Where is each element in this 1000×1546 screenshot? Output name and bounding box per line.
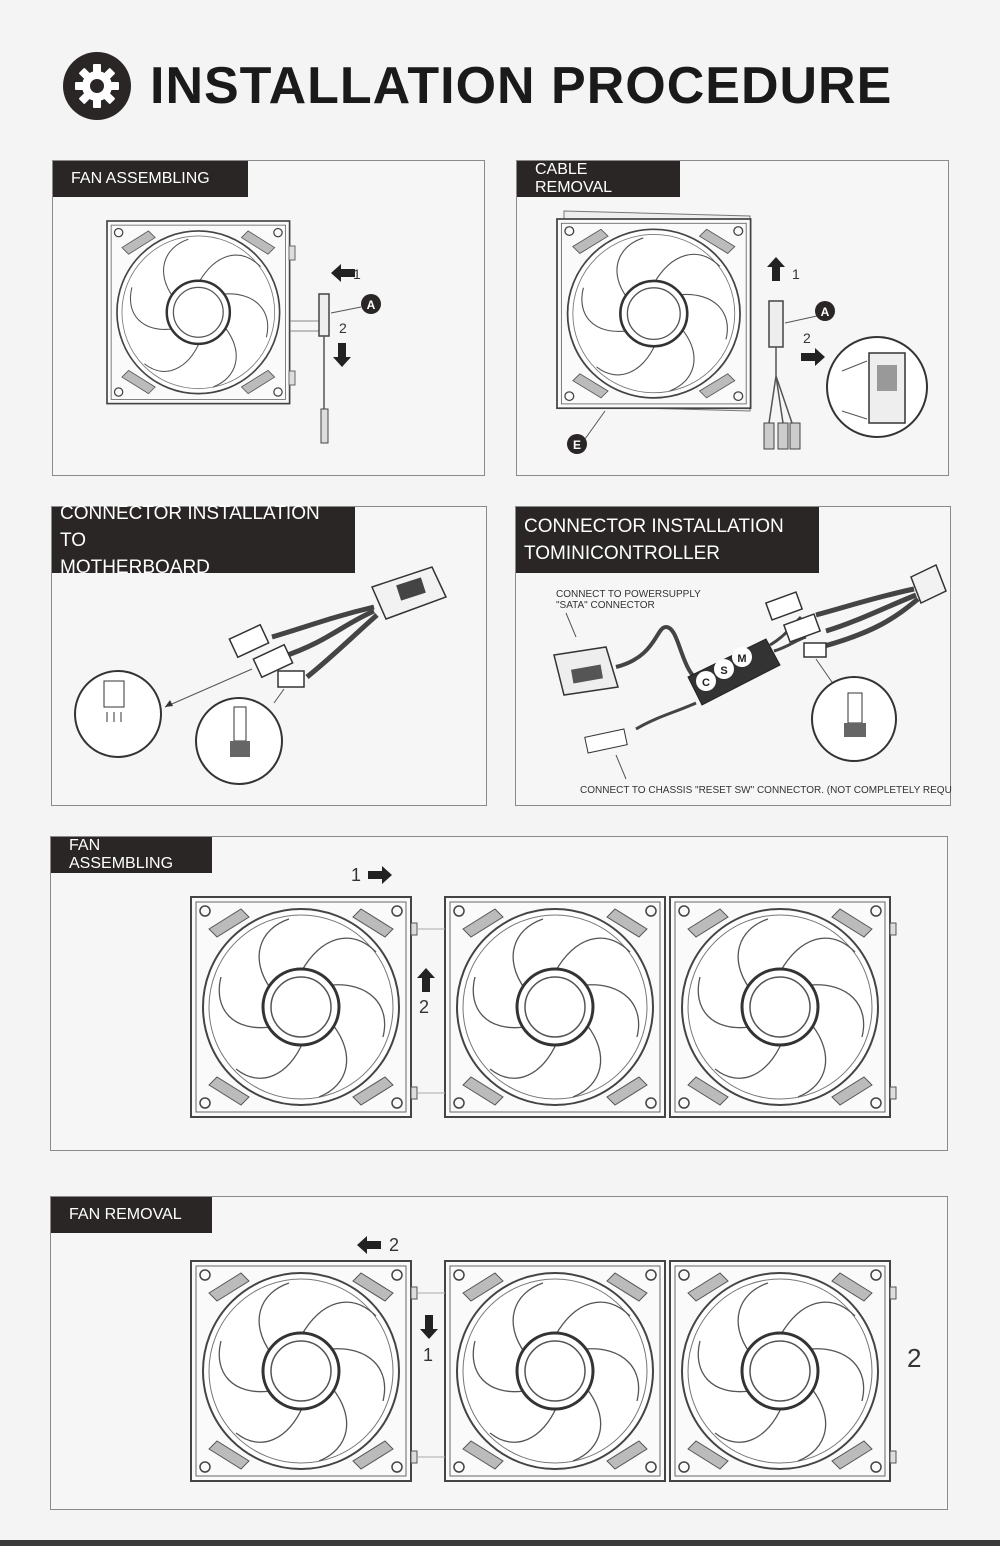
panel-connector-minicontroller: CONNECT TO POWERSUPPLY "SATA" CONNECTOR …	[515, 506, 952, 806]
button-m-label: M	[737, 653, 746, 665]
step-1-label: 1	[423, 1345, 433, 1365]
panel-cable-removal: 1 2 A E CABLE REMOVAL	[516, 160, 949, 476]
minicontroller-connector-diagram: CONNECT TO POWERSUPPLY "SATA" CONNECTOR …	[553, 563, 952, 796]
step-2-label: 2	[419, 997, 429, 1017]
step-1-label: 1	[353, 266, 361, 282]
panel-label: FAN REMOVAL	[51, 1197, 212, 1233]
panel-label-line-1: CONNECTOR INSTALLATION	[524, 516, 784, 537]
step-1-label: 1	[351, 865, 361, 885]
panel-connector-motherboard: CONNECTOR INSTALLATION TO MOTHERBOARD	[51, 503, 487, 806]
panel-label: CONNECTOR INSTALLATION TO MOTHERBOARD	[52, 503, 355, 578]
marker-a-label: A	[367, 298, 376, 312]
marker-e-label: E	[573, 438, 581, 452]
argb-header-zoom	[74, 670, 162, 758]
bottom-divider	[0, 1540, 1000, 1546]
fan-assembling-diagram: 1 2 A	[105, 219, 381, 444]
marker-a-label: A	[821, 305, 830, 319]
panel-fan-assembling-single: 1 2 A FAN ASSEMBLING	[52, 160, 485, 476]
marker-e-badge	[567, 434, 587, 454]
panel-label: CONNECTOR INSTALLATION TOMINICONTROLLER	[516, 507, 819, 573]
panel-label-line-2: TOMINICONTROLLER	[524, 543, 721, 564]
step-2-label: 2	[389, 1235, 399, 1255]
gear-icon	[63, 52, 131, 120]
panel-label: FAN ASSEMBLING	[53, 161, 248, 197]
panel-label: FAN ASSEMBLING	[51, 837, 212, 873]
button-m	[732, 647, 752, 667]
note-power-line-2: "SATA" CONNECTOR	[556, 600, 655, 611]
side-number-label: 2	[907, 1343, 921, 1373]
button-c-label: C	[702, 677, 710, 689]
cable-removal-diagram: 1 2 A E	[555, 210, 928, 454]
marker-a-badge	[815, 301, 835, 321]
button-c	[696, 671, 716, 691]
marker-a-badge	[361, 294, 381, 314]
panel-fan-assembling-triple: 1 2 FAN ASSEMBLING	[50, 836, 948, 1151]
note-power-line-1: CONNECT TO POWERSUPPLY	[556, 589, 701, 600]
page-header: INSTALLATION PROCEDURE	[62, 50, 892, 122]
step-2-label: 2	[339, 320, 347, 336]
note-reset: CONNECT TO CHASSIS "RESET SW" CONNECTOR.…	[580, 785, 952, 796]
panel-label: CABLE REMOVAL	[517, 161, 680, 197]
fan-chain-assembling-diagram: 1 2	[189, 865, 897, 1119]
panel-label-line-2: MOTHERBOARD	[60, 556, 210, 578]
step-2-label: 2	[803, 330, 811, 346]
panel-label-line-1: CONNECTOR INSTALLATION TO	[60, 502, 320, 551]
reset-sw-connector	[584, 728, 628, 754]
motherboard-connector-diagram	[74, 566, 448, 785]
step-1-label: 1	[792, 266, 800, 282]
button-s-label: S	[720, 665, 727, 677]
panel-fan-removal: 2 1 2 FAN REMOVAL	[50, 1196, 948, 1510]
button-s	[714, 659, 734, 679]
fan-chain-removal-diagram: 2 1 2	[189, 1235, 921, 1483]
page-title: INSTALLATION PROCEDURE	[150, 57, 893, 115]
